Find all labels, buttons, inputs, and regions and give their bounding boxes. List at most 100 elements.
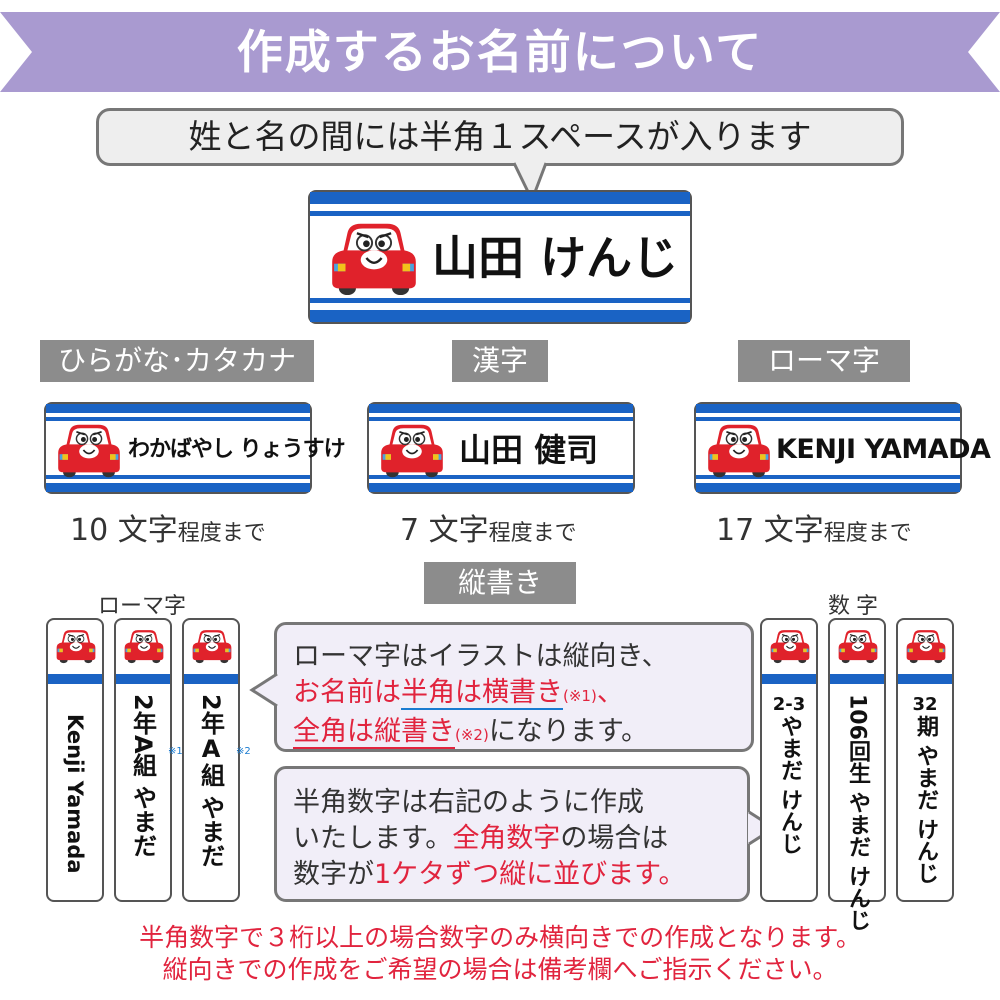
info-highlight: 全角数字 — [452, 823, 561, 854]
vertical-label-romaji-1: Kenji Yamada — [46, 618, 104, 902]
info-text: になります。 — [488, 716, 649, 747]
note-ref-2: ※2 — [236, 746, 251, 757]
red-car-icon — [190, 628, 234, 664]
label-stripe — [46, 404, 310, 413]
red-car-icon — [768, 628, 812, 664]
char-limit-suffix: 程度まで — [177, 521, 266, 546]
red-car-icon — [122, 628, 166, 664]
label-stripe — [48, 674, 102, 684]
red-car-icon — [836, 628, 880, 664]
label-name-text: 山田 けんじ — [432, 231, 679, 285]
info-highlight: お名前は — [293, 677, 401, 708]
label-text-part: 回生 やまだ けんじ — [845, 739, 870, 932]
label-stripe — [184, 674, 238, 684]
info-line: いたします。全角数字の場合は — [293, 821, 747, 857]
red-car-icon — [377, 422, 447, 478]
half-width-number: 2 — [129, 694, 157, 711]
page-title: 作成するお名前について — [236, 25, 764, 79]
tag-kanji: 漢字 — [452, 340, 548, 382]
banner-ribbon-shape — [0, 12, 1000, 92]
vertical-label-text: Kenji Yamada — [63, 714, 87, 874]
label-stripe — [46, 475, 310, 479]
info-box-numbers: 半角数字は右記のように作成 いたします。全角数字の場合は 数字が1ケタずつ縦に並… — [274, 766, 750, 902]
label-stripe — [369, 483, 633, 492]
sample-label-kanji: 山田 健司 — [367, 402, 635, 494]
vertical-label-text: 2-3 やまだ けんじ — [762, 694, 816, 894]
label-name-text: KENJI YAMADA — [776, 434, 991, 465]
label-stripe — [898, 674, 952, 684]
char-limit-number: 7 文字 — [400, 513, 489, 548]
main-name-label: 山田 けんじ — [308, 190, 692, 324]
info-text: いたします。 — [293, 823, 453, 854]
label-stripe — [696, 475, 960, 479]
label-text-part: 年 — [196, 710, 225, 735]
info-line: 数字が1ケタずつ縦に並びます。 — [293, 857, 747, 893]
red-car-icon — [904, 628, 948, 664]
half-width-number: 32 — [912, 694, 938, 715]
label-stripe — [369, 404, 633, 413]
caption-number: 数字 — [828, 594, 885, 619]
sample-label-hiragana: わかばやし りょうすけ — [44, 402, 346, 494]
red-car-icon — [704, 422, 774, 478]
label-text-part: 組 やまだ — [196, 762, 225, 868]
half-width-number: 2-3 — [772, 694, 806, 715]
bottom-note-line-2: 縦向きでの作成をご希望の場合は備考欄へご指示ください。 — [162, 955, 838, 984]
info-box-tail-left — [249, 672, 278, 708]
label-text-part: 組 やまだ — [128, 753, 157, 858]
label-stripe — [696, 417, 960, 421]
char-limit-suffix: 程度まで — [823, 521, 912, 546]
sample-label-romaji: KENJI YAMADA — [694, 402, 991, 494]
char-limit-number: 17 文字 — [716, 513, 824, 548]
info-highlight: 1ケタずつ縦に並びます。 — [374, 859, 686, 890]
tag-vertical: 縦書き — [424, 562, 576, 604]
half-width-letter: A — [129, 734, 157, 754]
char-limit-number: 10 文字 — [70, 513, 178, 548]
info-line: お名前は半角は横書き(※1)、 — [293, 675, 751, 714]
label-stripe — [369, 475, 633, 479]
tag-romaji: ローマ字 — [738, 340, 910, 382]
label-text-part: 期 やまだ けんじ — [913, 715, 938, 885]
info-ref: (※2) — [455, 726, 489, 744]
label-stripe — [310, 298, 690, 303]
note-ref-1: ※1 — [168, 746, 183, 757]
label-text-part: やまだ けんじ — [777, 715, 802, 855]
info-highlight: 、 — [596, 677, 624, 708]
label-stripe — [696, 404, 960, 413]
label-name-text: わかばやし りょうすけ — [128, 437, 346, 462]
label-name-text: 山田 健司 — [459, 431, 599, 469]
label-stripe — [369, 417, 633, 421]
char-limit-romaji: 17 文字程度まで — [716, 505, 912, 549]
full-width-letter: A — [197, 734, 225, 763]
info-highlight-underlined: 全角は縦書き — [293, 716, 455, 749]
half-width-number: 2 — [197, 694, 225, 711]
label-stripe — [310, 310, 690, 322]
label-stripe — [46, 417, 310, 421]
info-line: 半角数字は右記のように作成 — [293, 787, 644, 818]
label-stripe — [762, 674, 816, 684]
label-stripe — [830, 674, 884, 684]
caption-romaji: ローマ字 — [98, 594, 187, 619]
char-limit-hiragana: 10 文字程度まで — [70, 505, 266, 549]
info-highlight-underlined: 半角は横書き — [401, 677, 563, 710]
label-stripe — [46, 483, 310, 492]
label-stripe — [310, 211, 690, 216]
label-text-part: 年 — [128, 710, 157, 735]
red-car-icon — [54, 422, 124, 478]
vertical-label-number-1: 2-3 やまだ けんじ — [760, 618, 818, 902]
red-car-icon — [54, 628, 98, 664]
info-text: の場合は — [560, 823, 669, 854]
red-car-icon — [326, 220, 422, 296]
info-ref: (※1) — [563, 687, 597, 705]
info-box-romaji: ローマ字はイラストは縦向き、 お名前は半角は横書き(※1)、 全角は縦書き(※2… — [274, 622, 754, 752]
bottom-note-line-1: 半角数字で３桁以上の場合数字のみ横向きでの作成となります。 — [139, 923, 861, 952]
info-line: ローマ字はイラストは縦向き、 — [293, 641, 669, 672]
label-stripe — [310, 192, 690, 204]
